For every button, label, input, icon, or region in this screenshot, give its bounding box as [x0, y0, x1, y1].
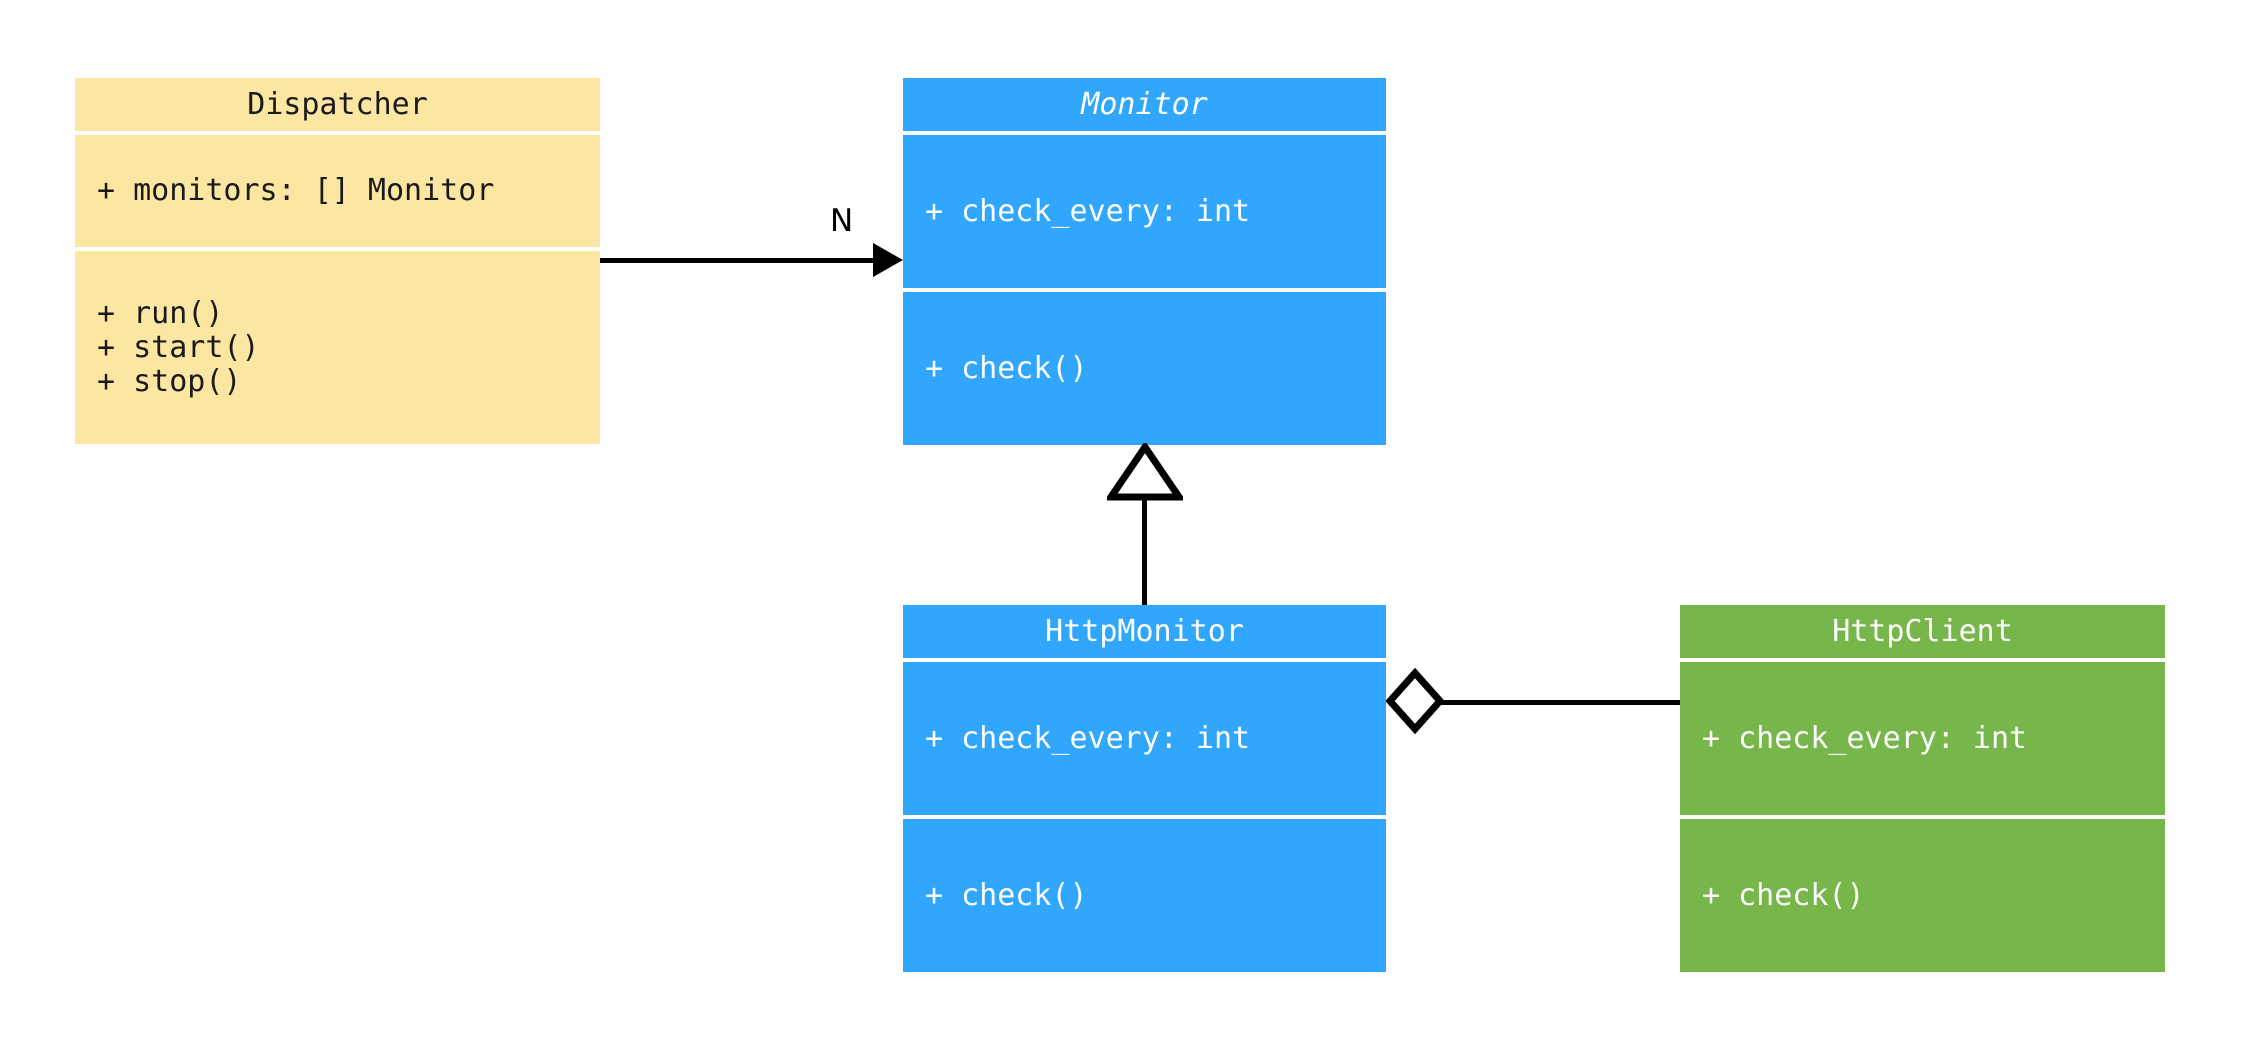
- class-methods-dispatcher: + run() + start() + stop(): [75, 251, 600, 444]
- class-box-dispatcher[interactable]: Dispatcher + monitors: [] Monitor + run(…: [75, 78, 600, 444]
- class-box-monitor[interactable]: Monitor + check_every: int + check(): [903, 78, 1386, 445]
- class-title-httpclient: HttpClient: [1680, 605, 2165, 658]
- class-title-dispatcher: Dispatcher: [75, 78, 600, 131]
- class-box-httpclient[interactable]: HttpClient + check_every: int + check(): [1680, 605, 2165, 972]
- class-methods-httpclient: + check(): [1680, 819, 2165, 972]
- association-multiplicity-label: N: [830, 203, 854, 239]
- method-row: + stop(): [97, 363, 242, 399]
- class-attributes-httpclient: + check_every: int: [1680, 662, 2165, 815]
- class-attributes-monitor: + check_every: int: [903, 135, 1386, 288]
- class-title-monitor: Monitor: [903, 78, 1386, 131]
- class-methods-httpmonitor: + check(): [903, 819, 1386, 972]
- aggregation-line-httpmonitor-httpclient: [1437, 700, 1680, 705]
- attribute-row: + check_every: int: [925, 193, 1251, 229]
- attribute-row: + check_every: int: [925, 720, 1251, 756]
- aggregation-diamond-icon: [1386, 668, 1444, 734]
- class-attributes-httpmonitor: + check_every: int: [903, 662, 1386, 815]
- class-box-httpmonitor[interactable]: HttpMonitor + check_every: int + check(): [903, 605, 1386, 972]
- class-attributes-dispatcher: + monitors: [] Monitor: [75, 135, 600, 247]
- class-methods-monitor: + check(): [903, 292, 1386, 445]
- attribute-row: + check_every: int: [1702, 720, 2028, 756]
- generalization-line-httpmonitor-monitor: [1142, 474, 1147, 605]
- class-title-httpmonitor: HttpMonitor: [903, 605, 1386, 658]
- method-row: + check(): [925, 350, 1088, 386]
- method-row: + check(): [925, 877, 1088, 913]
- method-row: + check(): [1702, 877, 1865, 913]
- association-arrowhead-icon: [873, 243, 903, 277]
- attribute-row: + monitors: [] Monitor: [97, 173, 495, 208]
- method-row: + run(): [97, 295, 224, 331]
- method-row: + start(): [97, 329, 260, 365]
- association-line-dispatcher-monitor: [600, 258, 878, 263]
